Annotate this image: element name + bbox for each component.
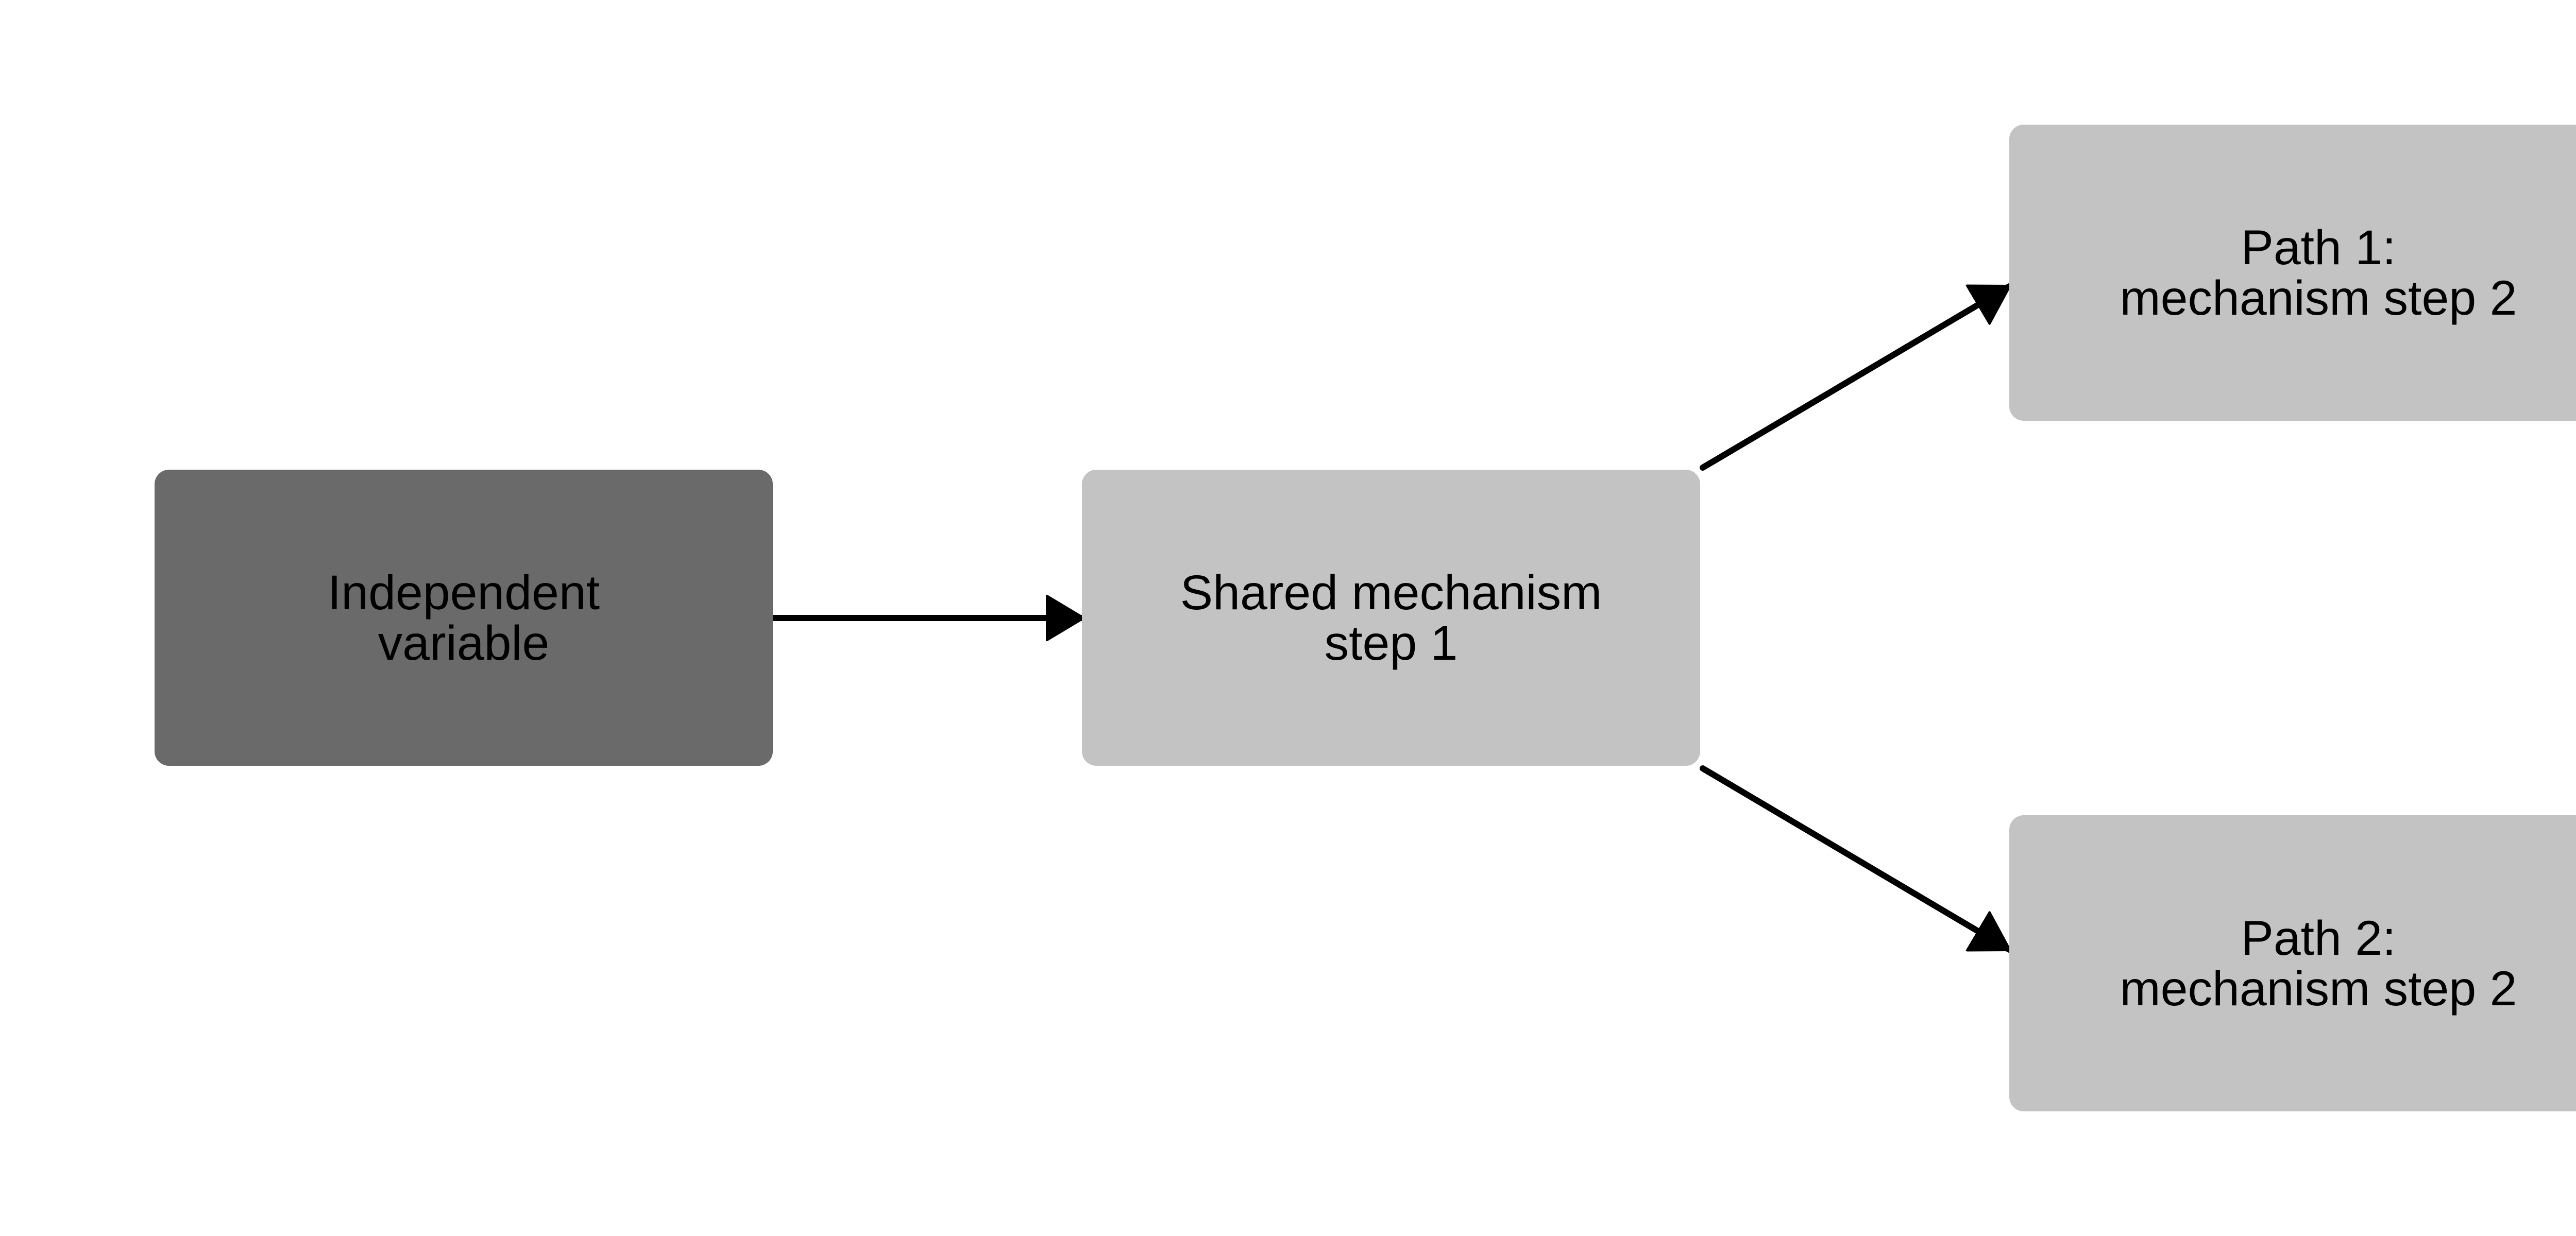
node-label-line: Path 2: xyxy=(2241,911,2396,966)
node-label-line: variable xyxy=(378,615,550,671)
node-label-line: mechanism step 2 xyxy=(2120,270,2517,325)
node-path-1-mechanism-step-2: Path 1: mechanism step 2 xyxy=(2009,125,2576,421)
edge-shared-to-path1 xyxy=(1700,283,2012,471)
node-label-line: Shared mechanism xyxy=(1180,565,1602,620)
node-shared-mechanism-step-1: Shared mechanism step 1 xyxy=(1082,470,1700,766)
node-label-line: Path 1: xyxy=(2241,220,2396,275)
node-label-line: Independent xyxy=(327,565,600,620)
node-label-line: mechanism step 2 xyxy=(2120,961,2517,1016)
edge-shared-to-path2 xyxy=(1700,765,2012,953)
node-independent-variable: Independent variable xyxy=(155,470,773,766)
node-path-2-mechanism-step-2: Path 2: mechanism step 2 xyxy=(2009,815,2576,1111)
node-label-line: step 1 xyxy=(1324,615,1458,671)
